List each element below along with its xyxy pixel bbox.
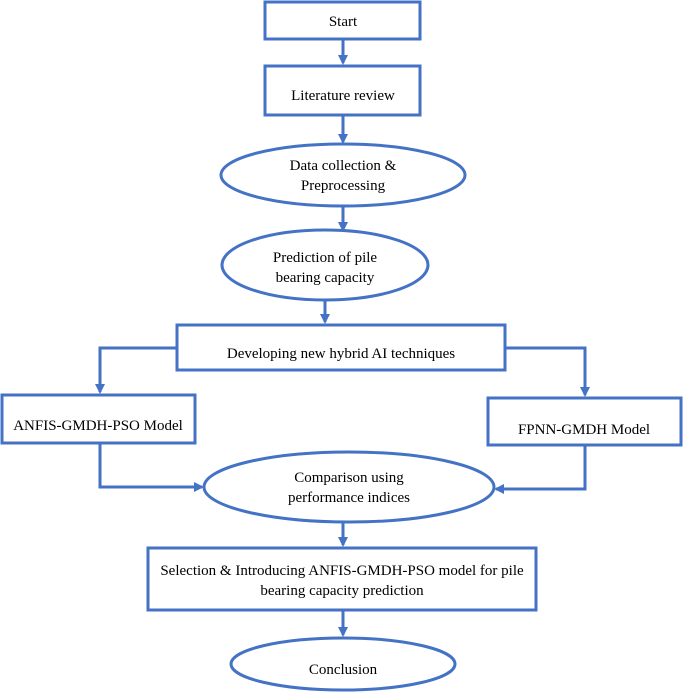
comparison-label-line2: performance indices (288, 490, 410, 506)
data-collection-label-line1: Data collection & (290, 158, 397, 174)
conclusion-label: Conclusion (309, 662, 378, 678)
prediction-ellipse (220, 228, 430, 302)
arrow-developing-to-fpnn (505, 346, 590, 397)
literature-review-label: Literature review (291, 88, 395, 104)
start-label: Start (329, 14, 358, 30)
arrow-developing-to-anfis (95, 346, 177, 394)
arrow-fpnn-to-comparison (494, 445, 587, 494)
literature-review-box (263, 64, 422, 117)
selection-label-line1: Selection & Introducing ANFIS-GMDH-PSO m… (160, 563, 524, 579)
prediction-label-line1: Prediction of pile (273, 250, 377, 266)
data-collection-label-line2: Preprocessing (301, 178, 386, 194)
conclusion-ellipse (229, 636, 457, 692)
arrow-anfis-to-comparison (98, 443, 204, 492)
fpnn-model-label: FPNN-GMDH Model (518, 422, 650, 438)
anfis-model-box (0, 393, 197, 445)
start-box (263, 0, 422, 41)
anfis-model-label: ANFIS-GMDH-PSO Model (13, 418, 183, 434)
fpnn-model-box (486, 396, 683, 447)
data-collection-ellipse (219, 142, 467, 208)
comparison-label-line1: Comparison using (294, 470, 404, 486)
developing-techniques-box (175, 323, 507, 372)
selection-box (146, 546, 538, 612)
selection-label-line2: bearing capacity prediction (260, 583, 424, 599)
developing-techniques-label: Developing new hybrid AI techniques (227, 346, 455, 362)
prediction-label-line2: bearing capacity (276, 270, 375, 286)
comparison-ellipse (202, 450, 496, 524)
